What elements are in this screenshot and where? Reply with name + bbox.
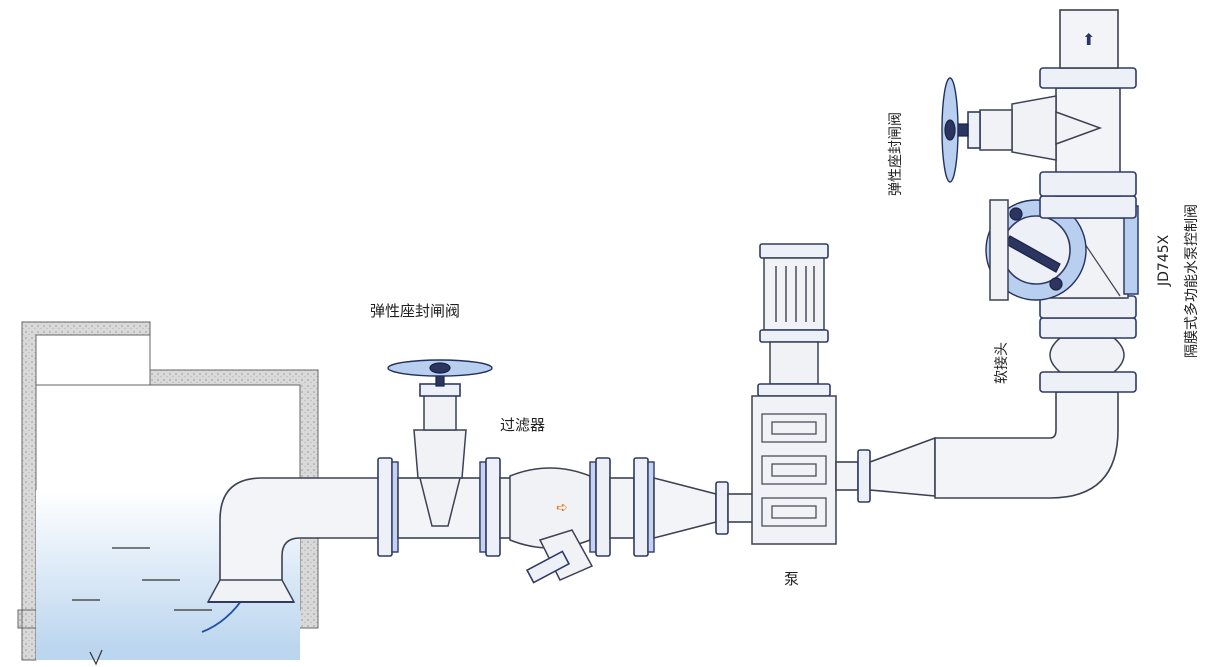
label-gate-valve-vertical: 弹性座封闸阀 [888, 112, 904, 196]
suction-reducer [653, 476, 757, 540]
y-strainer: ➪ [499, 457, 655, 584]
flexible-joint [1039, 317, 1137, 373]
label-control-valve-model: JD745X [1156, 234, 1172, 287]
label-control-valve-name: 隔膜式多功能水泵控制阀 [1183, 204, 1200, 358]
pump [751, 243, 837, 545]
level-mark [89, 649, 103, 666]
multifunction-control-valve [985, 195, 1139, 319]
label-strainer: 过滤器 [500, 416, 545, 434]
water-ripples [72, 547, 212, 611]
flow-arrow-icon: ➪ [556, 500, 568, 516]
discharge-pipe [835, 371, 1137, 503]
label-flexible-joint: 软接头 [993, 342, 1010, 384]
upflow-arrow-icon: ⬆ [1082, 30, 1095, 49]
label-pump: 泵 [784, 570, 799, 588]
gate-valve-horizontal [377, 359, 501, 557]
outlet-pipe: ⬆ [1059, 9, 1119, 69]
gate-valve-vertical [941, 67, 1137, 197]
bell-mouth [206, 579, 296, 603]
suction-pipe [206, 477, 381, 603]
label-gate-valve-horizontal: 弹性座封闸阀 [370, 302, 460, 320]
